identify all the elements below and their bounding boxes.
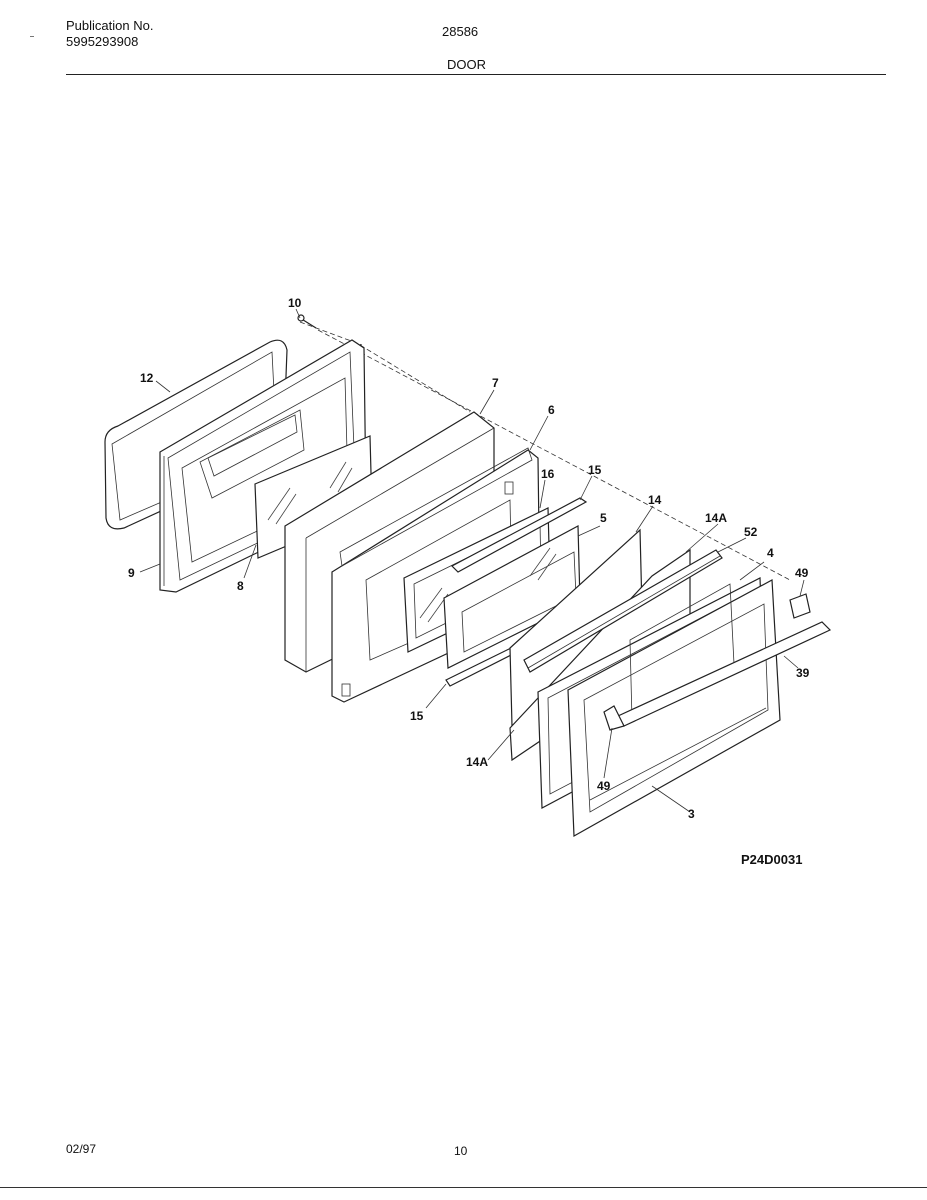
callout-14: 14 (648, 493, 662, 507)
callout-14a-bottom: 14A (466, 755, 488, 769)
part-12-gasket (104, 339, 288, 530)
callout-49-bottom: 49 (597, 779, 611, 793)
callout-6: 6 (548, 403, 555, 417)
model-number: 28586 (442, 24, 479, 39)
part-15-top-bracket (451, 497, 588, 573)
callout-15-bottom: 15 (410, 709, 424, 723)
callout-10: 10 (288, 296, 302, 310)
header-rule (66, 74, 886, 75)
callout-8: 8 (237, 579, 244, 593)
leader-lines (139, 308, 805, 813)
callout-15-top: 15 (588, 463, 602, 477)
callout-14a-top: 14A (705, 511, 727, 525)
part-10-screw (297, 314, 317, 329)
scan-mark (30, 36, 34, 37)
callout-49-right: 49 (795, 566, 809, 580)
part-3-outer-door (567, 579, 781, 838)
diagram-reference-code: P24D0031 (741, 852, 803, 867)
part-52-channel (523, 549, 723, 673)
part-49-end-cap-right (789, 593, 811, 619)
callout-16: 16 (541, 467, 555, 481)
publication-label: Publication No. (66, 18, 154, 33)
callout-4: 4 (767, 546, 774, 560)
callout-12: 12 (140, 371, 154, 385)
callout-3: 3 (688, 807, 695, 821)
callout-7: 7 (492, 376, 499, 390)
assembly-guide-lines (299, 321, 791, 581)
callout-39: 39 (796, 666, 810, 680)
callout-5: 5 (600, 511, 607, 525)
footer-date: 02/97 (66, 1142, 97, 1156)
part-39-handle (603, 621, 832, 731)
part-9-door-liner (159, 339, 367, 593)
callout-9: 9 (128, 566, 135, 580)
callout-52: 52 (744, 525, 758, 539)
section-title: DOOR (447, 57, 486, 72)
footer-rule (0, 1187, 927, 1188)
page-number: 10 (454, 1144, 468, 1158)
publication-number: 5995293908 (66, 34, 139, 49)
